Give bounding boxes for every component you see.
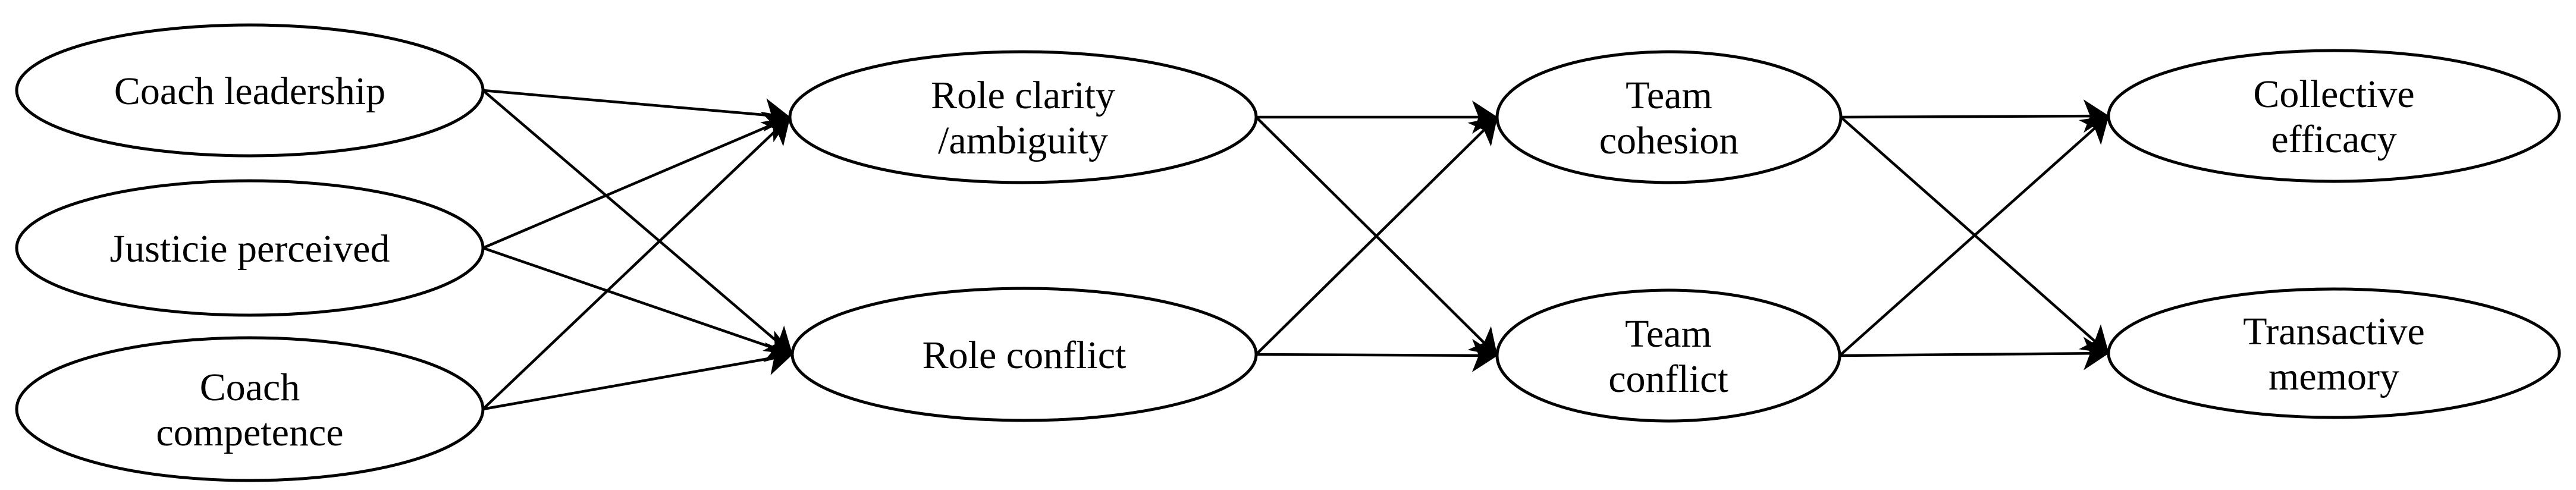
node-justicie-perceived: Justicie perceived — [15, 179, 485, 317]
edge-role-conflict-to-team-conflict — [1256, 338, 1498, 372]
node-label-coach-leadership-line1: Coach leadership — [114, 70, 385, 113]
node-label-collective-efficacy-line2: efficacy — [2271, 118, 2396, 161]
node-label-justicie-perceived-line1: Justicie perceived — [110, 227, 390, 271]
edge-justicie-perceived-to-role-clarity-ambiguity — [482, 111, 790, 250]
edge-coach-competence-to-role-clarity-ambiguity — [482, 116, 791, 410]
node-label-coach-competence-line1: Coach — [200, 366, 300, 409]
node-label-team-cohesion-line2: cohesion — [1599, 119, 1739, 162]
node-label-team-conflict-line2: conflict — [1608, 357, 1728, 401]
edge-coach-leadership-to-role-conflict — [482, 89, 793, 356]
node-role-conflict: Role conflict — [790, 287, 1258, 422]
node-role-clarity-ambiguity: Role clarity/ambiguity — [788, 50, 1258, 184]
node-label-collective-efficacy-line1: Collective — [2253, 73, 2414, 116]
node-label-coach-competence-line2: competence — [156, 411, 343, 454]
node-label-transactive-memory-line1: Transactive — [2243, 310, 2425, 353]
node-label-role-clarity-ambiguity-line1: Role clarity — [931, 74, 1115, 117]
edge-team-cohesion-to-collective-efficacy — [1840, 99, 2109, 133]
node-label-role-clarity-ambiguity-line2: /ambiguity — [938, 119, 1108, 162]
edge-role-conflict-to-team-cohesion — [1255, 116, 1498, 356]
node-label-transactive-memory-line2: memory — [2268, 355, 2399, 398]
edge-coach-competence-to-role-conflict — [482, 342, 793, 411]
node-label-team-conflict-line1: Team — [1625, 312, 1712, 356]
edge-team-conflict-to-transactive-memory — [1839, 337, 2109, 370]
edge-layer — [482, 89, 2110, 411]
edge-justicie-perceived-to-role-conflict — [482, 246, 793, 362]
node-label-team-cohesion-line1: Team — [1626, 74, 1712, 117]
node-label-role-conflict-line1: Role conflict — [923, 334, 1127, 377]
edge-coach-leadership-to-role-clarity-ambiguity — [482, 89, 790, 132]
node-coach-leadership: Coach leadership — [15, 23, 485, 158]
edge-team-conflict-to-collective-efficacy — [1838, 115, 2110, 357]
